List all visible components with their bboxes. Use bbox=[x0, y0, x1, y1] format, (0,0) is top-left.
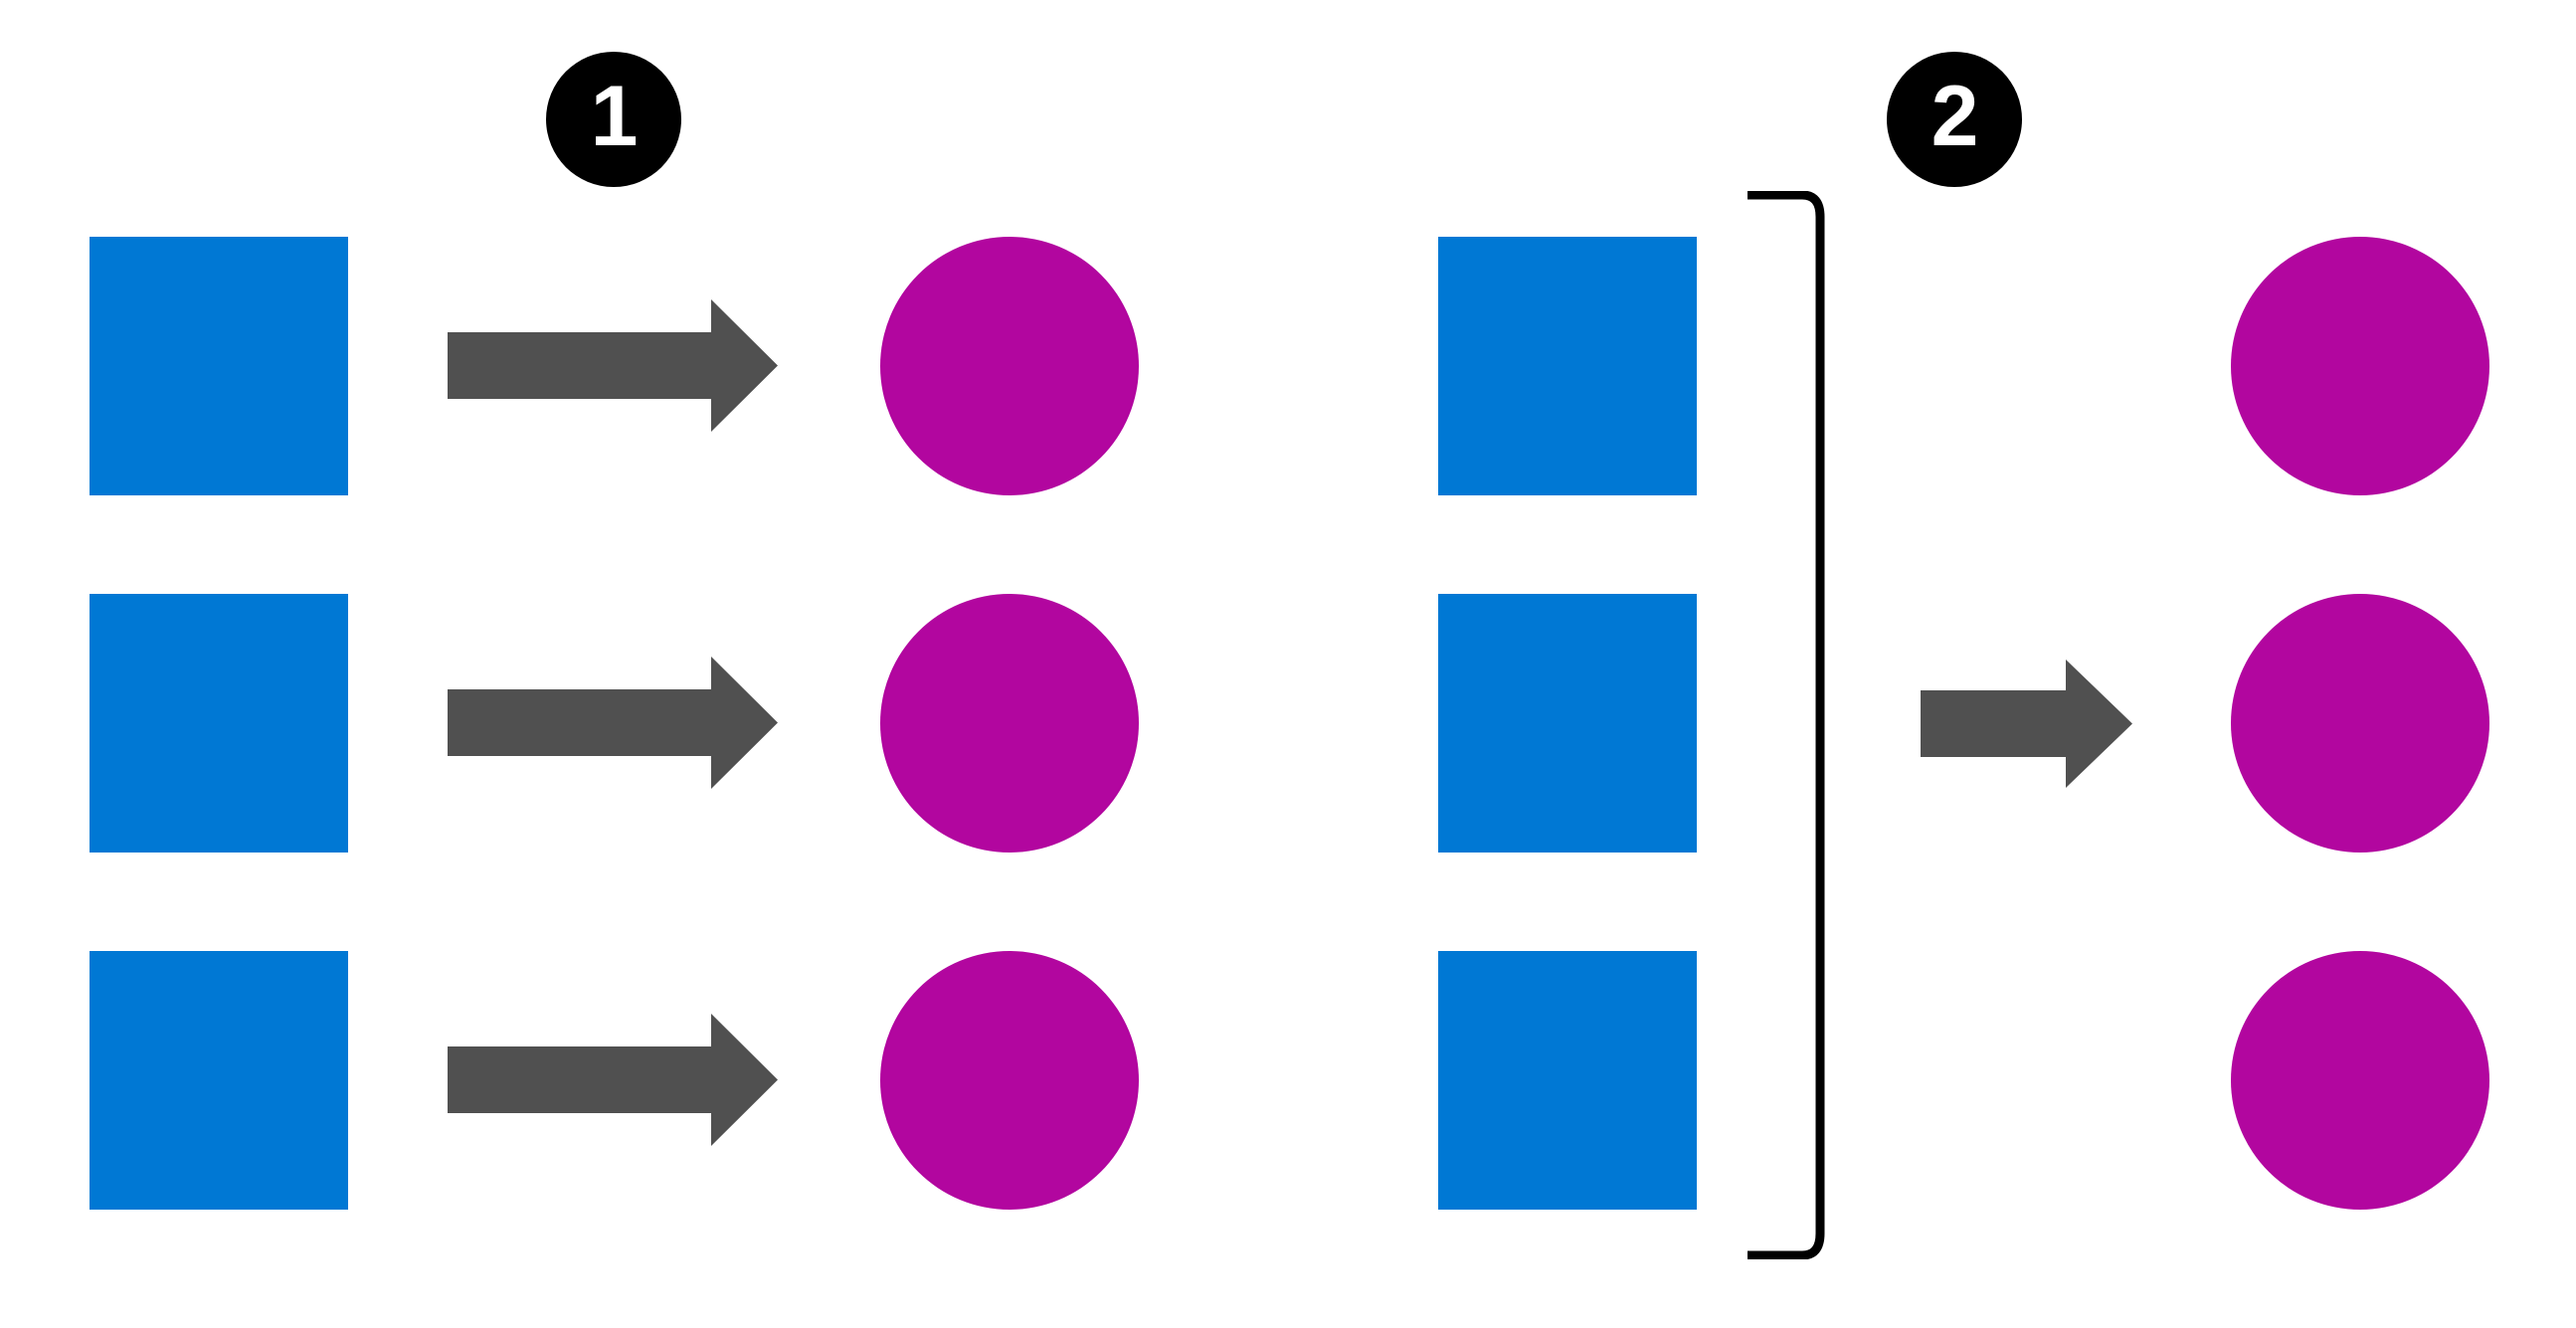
arrow-right-icon-2a bbox=[1921, 660, 2132, 788]
source-square-1a[interactable] bbox=[90, 237, 348, 495]
arrow-right-icon-1b bbox=[448, 657, 778, 789]
step-badge-1-label: 1 bbox=[590, 69, 639, 164]
arrow-right-icon-1c bbox=[448, 1014, 778, 1146]
grouping-bracket-icon bbox=[1748, 191, 1825, 1259]
target-circle-1b[interactable] bbox=[880, 594, 1139, 853]
source-square-2a[interactable] bbox=[1438, 237, 1697, 495]
source-square-2b[interactable] bbox=[1438, 594, 1697, 853]
source-square-2c[interactable] bbox=[1438, 951, 1697, 1210]
target-circle-2c[interactable] bbox=[2231, 951, 2489, 1210]
step-badge-1[interactable]: 1 bbox=[546, 52, 681, 187]
target-circle-1c[interactable] bbox=[880, 951, 1139, 1210]
target-circle-2b[interactable] bbox=[2231, 594, 2489, 853]
step-badge-2-label: 2 bbox=[1931, 69, 1979, 164]
arrow-right-icon-1a bbox=[448, 299, 778, 432]
target-circle-2a[interactable] bbox=[2231, 237, 2489, 495]
step-badge-2[interactable]: 2 bbox=[1887, 52, 2022, 187]
target-circle-1a[interactable] bbox=[880, 237, 1139, 495]
source-square-1b[interactable] bbox=[90, 594, 348, 853]
source-square-1c[interactable] bbox=[90, 951, 348, 1210]
